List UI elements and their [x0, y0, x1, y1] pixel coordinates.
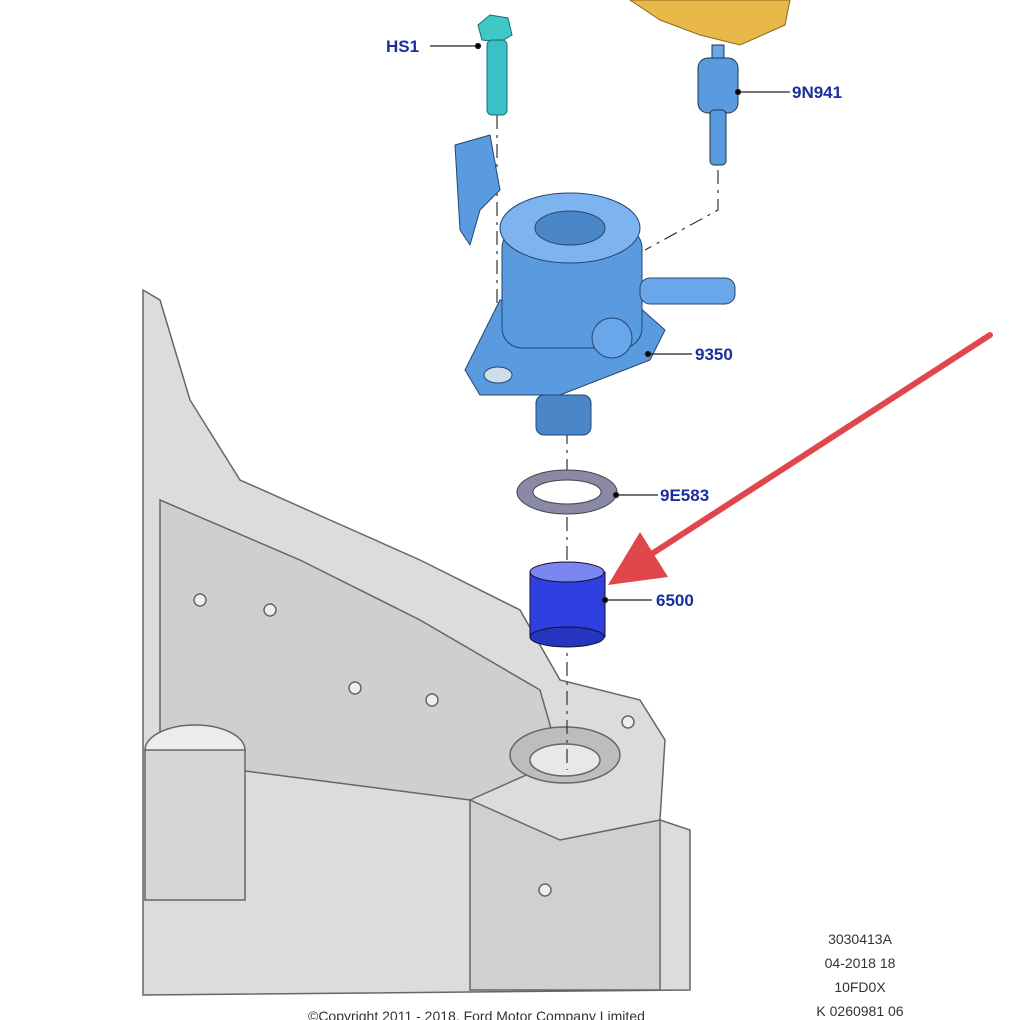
callout-9n941: 9N941 [792, 83, 843, 102]
tappet-6500 [529, 561, 606, 648]
callout-hs1: HS1 [386, 37, 420, 56]
red-arrow-annotation [608, 332, 993, 585]
fuel-pump-9350 [454, 134, 736, 436]
drawing-code: 10FD0X [834, 979, 886, 995]
callout-6500: 6500 [656, 591, 694, 610]
engine-block [142, 288, 691, 996]
drawing-date: 04-2018 18 [824, 955, 896, 971]
drawing-reference: K 0260981 06 [816, 1003, 904, 1019]
callout-9e583: 9E583 [660, 486, 710, 505]
callout-9350: 9350 [695, 345, 733, 364]
drawing-number: 3030413A [828, 931, 892, 947]
callout-leaders [430, 42, 790, 604]
sensor-9n941 [697, 44, 739, 166]
copyright-notice: ©Copyright 2011 - 2018, Ford Motor Compa… [308, 1008, 645, 1020]
cylinder-head-part [629, 0, 791, 46]
bolt-hs1 [477, 14, 513, 116]
o-ring-9e583 [516, 469, 618, 515]
